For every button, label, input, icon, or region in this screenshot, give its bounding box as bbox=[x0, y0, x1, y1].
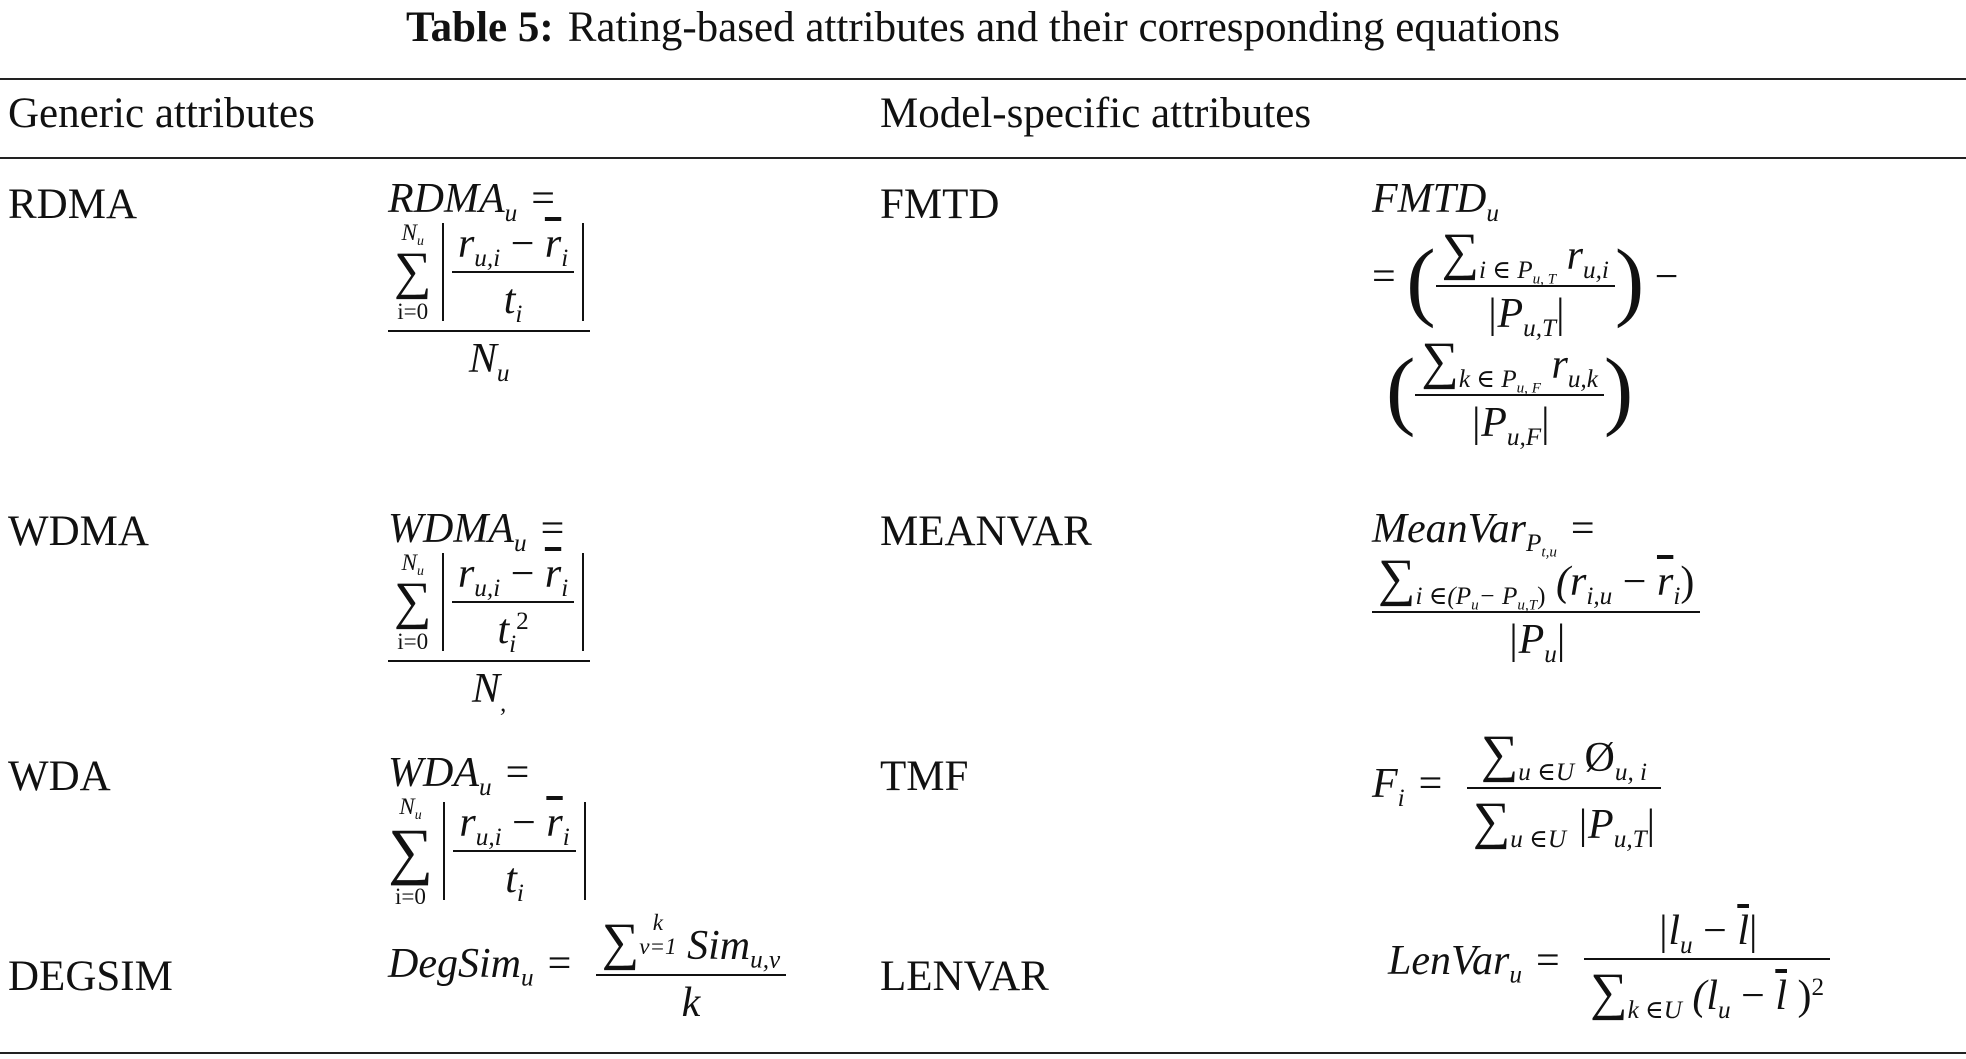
row-name-fmtd: FMTD bbox=[880, 181, 1000, 228]
header-model-specific: Model-specific attributes bbox=[880, 90, 1312, 137]
row-name-rdma: RDMA bbox=[8, 181, 138, 228]
equation-fmtd: FMTDu = (∑i ∈ Pu, T ru,i|Pu,T|) − (∑k ∈ … bbox=[1372, 176, 1679, 451]
header-rule bbox=[0, 157, 1966, 159]
row-name-degsim: DEGSIM bbox=[8, 953, 173, 1000]
row-name-tmf: TMF bbox=[880, 753, 969, 800]
table-caption: Table 5: Rating-based attributes and thei… bbox=[0, 4, 1966, 51]
row-name-wdma: WDMA bbox=[8, 508, 149, 555]
row-name-wda: WDA bbox=[8, 753, 111, 800]
bottom-rule bbox=[0, 1052, 1966, 1054]
caption-label: Table 5: bbox=[405, 4, 554, 51]
row-name-lenvar: LENVAR bbox=[880, 953, 1049, 1000]
header-generic: Generic attributes bbox=[8, 90, 315, 137]
caption-text: Rating-based attributes and their corres… bbox=[567, 4, 1561, 51]
top-rule bbox=[0, 78, 1966, 80]
equation-lenvar: LenVaru= |lu − l| ∑k ∈U (lu − l )2 bbox=[1388, 910, 1831, 1023]
equation-tmf: Fi= ∑u ∈U Øu, i ∑u ∈U |Pu,T| bbox=[1372, 728, 1662, 851]
equation-meanvar: MeanVarPt,u= ∑i ∈(Pu− Pu,T) (ri,u − ri) … bbox=[1372, 508, 1701, 667]
row-name-meanvar: MEANVAR bbox=[880, 508, 1092, 555]
